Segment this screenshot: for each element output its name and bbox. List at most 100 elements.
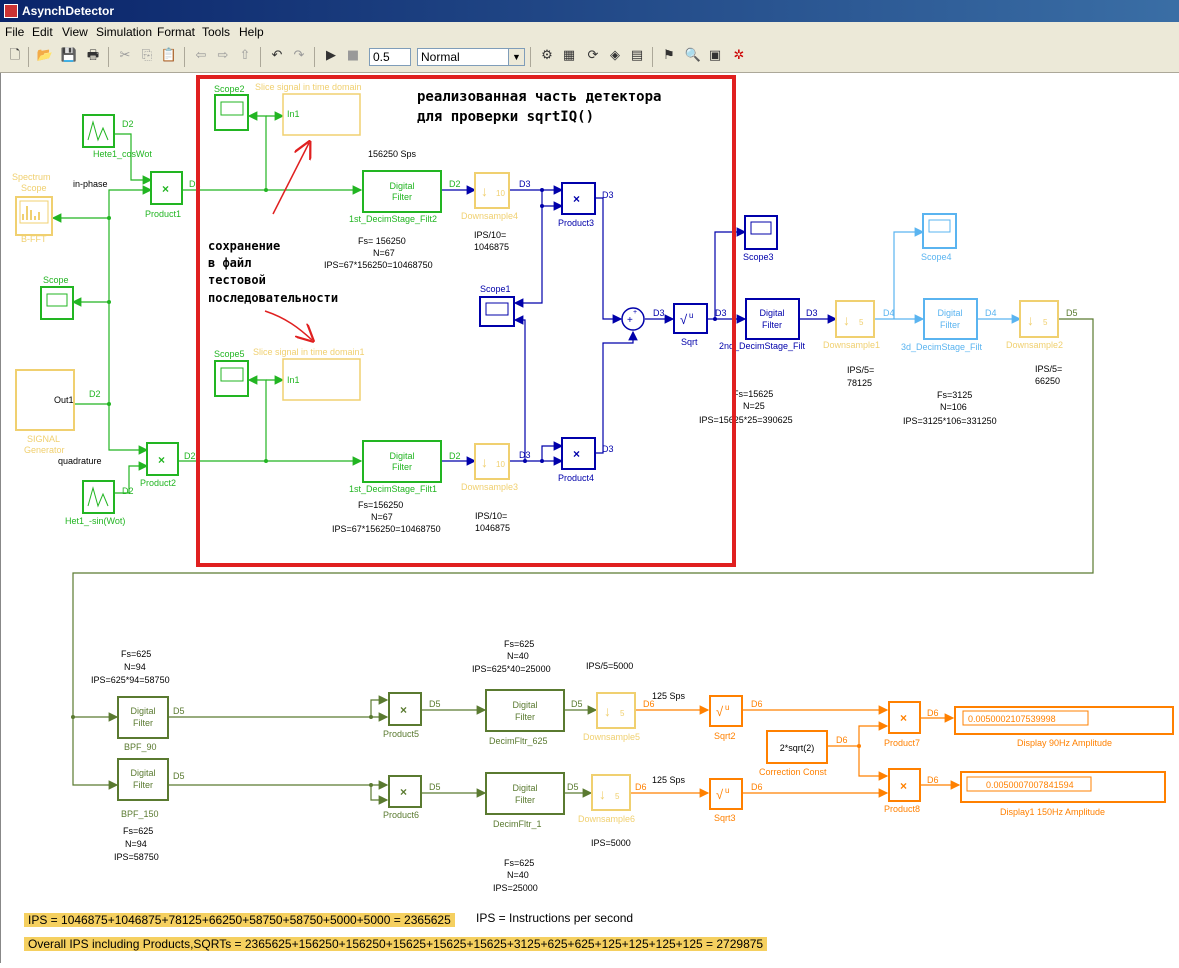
display-90hz-block[interactable]: 0.0050002107539998 Display 90Hz Amplitud… — [954, 706, 1174, 748]
up-icon[interactable]: ⇧ — [239, 48, 251, 63]
scope1-block[interactable]: Scope1 — [479, 284, 515, 327]
slice1-block[interactable]: In1 Slice signal in time domain — [255, 82, 362, 136]
svg-text:D5: D5 — [1066, 308, 1078, 318]
menu-simulation[interactable]: Simulation — [96, 25, 153, 39]
scope-block[interactable]: Scope — [40, 275, 74, 320]
chevron-down-icon[interactable]: ▼ — [508, 49, 524, 65]
new-icon[interactable]: 🗋 — [9, 48, 21, 63]
scope4-block[interactable]: Scope4 — [921, 213, 957, 262]
product3-label: Product3 — [558, 218, 594, 228]
stop-icon[interactable]: ■ — [346, 48, 360, 63]
forward-icon[interactable]: ⇨ — [217, 48, 229, 63]
model-explorer-icon[interactable]: ▣ — [708, 48, 722, 63]
correction-const-block[interactable]: 2*sqrt(2) Correction Const — [759, 730, 828, 777]
filter-1st-decim2-block[interactable]: Digital Filter 1st_DecimStage_Filt2 — [349, 170, 442, 224]
sqrt-block[interactable]: √ u Sqrt — [673, 303, 708, 347]
svg-text:Digital: Digital — [389, 181, 414, 191]
product1-block[interactable]: × Product1 — [145, 171, 183, 219]
spectrum-scope-block[interactable]: B-FFT Spectrum Scope — [12, 172, 53, 244]
save-note-4: последовательности — [208, 291, 339, 305]
slice2-label: Slice signal in time domain1 — [253, 347, 365, 357]
downsample6-block[interactable]: ↓ 5 Downsample6 — [578, 774, 635, 824]
decim1-block[interactable]: Digital Filter DecimFltr_1 — [485, 772, 565, 829]
bfft-label: B-FFT — [21, 234, 47, 244]
filter-1st-decim1-block[interactable]: Digital Filter 1st_DecimStage_Filt1 — [349, 440, 442, 494]
downsample5-block[interactable]: ↓ 5 Downsample5 — [583, 692, 640, 742]
product8-label: Product8 — [884, 804, 920, 814]
filter-2nd-decim-block[interactable]: Digital Filter 2nd_DecimStage_Filt — [719, 298, 806, 351]
redo-icon[interactable]: ↷ — [293, 48, 305, 63]
hete1-cos-label: Hete1_cosWot — [93, 149, 152, 159]
open-icon[interactable]: 📂 — [36, 48, 54, 63]
downsample4-block[interactable]: ↓ 10 Downsample4 — [461, 172, 518, 221]
menu-tools[interactable]: Tools — [202, 25, 231, 39]
product6-block[interactable]: × Product6 — [383, 775, 422, 820]
back-icon[interactable]: ⇦ — [195, 48, 207, 63]
save-icon[interactable]: 💾 — [60, 48, 78, 63]
toolbar-separator — [652, 47, 653, 67]
explorer-icon[interactable]: ▤ — [630, 48, 644, 63]
svg-text:D2: D2 — [89, 389, 101, 399]
menu-help[interactable]: Help — [239, 25, 264, 39]
sqrt2-block[interactable]: √ u Sqrt2 — [709, 695, 743, 741]
model-canvas[interactable]: D2 D2 D2 D2 D2 D2 D2 D3 D3 D3 D3 D3 D3 D… — [0, 73, 1179, 963]
print-icon[interactable]: 🖶 — [86, 48, 100, 63]
copy-icon[interactable]: ⎘ — [141, 48, 153, 63]
svg-text:IPS=5000: IPS=5000 — [591, 838, 631, 848]
menu-file[interactable]: File — [5, 25, 25, 39]
svg-text:D5: D5 — [173, 706, 185, 716]
run-icon[interactable]: ▶ — [326, 48, 336, 63]
svg-text:78125: 78125 — [847, 378, 872, 388]
scope2-block[interactable]: Scope2 — [214, 84, 249, 131]
downsample2-block[interactable]: ↓ 5 Downsample2 — [1006, 300, 1063, 350]
decim625-block[interactable]: Digital Filter DecimFltr_625 — [485, 689, 565, 746]
hete1-cos-block[interactable]: Hete1_cosWot — [82, 114, 152, 159]
filter-3d-decim-block[interactable]: Digital Filter 3d_DecimStage_Filt — [901, 298, 983, 352]
product5-block[interactable]: × Product5 — [383, 692, 422, 739]
sum-block[interactable]: + + — [621, 307, 645, 331]
bpf90-block[interactable]: Digital Filter BPF_90 — [117, 696, 169, 752]
decim1-label: DecimFltr_1 — [493, 819, 542, 829]
downsample1-block[interactable]: ↓ 5 Downsample1 — [823, 300, 880, 350]
downsample3-block[interactable]: ↓ 10 Downsample3 — [461, 443, 518, 492]
menu-view[interactable]: View — [62, 25, 88, 39]
svg-text:Filter: Filter — [133, 718, 153, 728]
product4-block[interactable]: × Product4 — [558, 437, 596, 483]
bpf150-block[interactable]: Digital Filter BPF_150 — [117, 758, 169, 819]
cut-icon[interactable]: ✂ — [119, 48, 131, 63]
svg-text:10: 10 — [496, 460, 505, 469]
olive-wires — [72, 318, 1094, 805]
slice2-block[interactable]: In1 Slice signal in time domain1 — [253, 347, 365, 401]
build-icon[interactable]: ⚙ — [541, 48, 553, 63]
product2-block[interactable]: × Product2 — [140, 442, 179, 488]
menu-bar: File Edit View Simulation Format Tools H… — [0, 22, 1179, 42]
menu-edit[interactable]: Edit — [32, 25, 53, 39]
in-phase-label: in-phase — [73, 179, 108, 189]
find-icon[interactable]: 🔍 — [684, 48, 702, 63]
scope3-block[interactable]: Scope3 — [743, 215, 778, 262]
svg-text:u: u — [689, 311, 693, 320]
signal-generator-block[interactable]: Out1 SIGNAL Generator — [15, 369, 75, 455]
product7-block[interactable]: × Product7 — [884, 701, 921, 748]
stop-time-input[interactable]: 0.5 — [369, 48, 411, 66]
undo-icon[interactable]: ↶ — [271, 48, 283, 63]
svg-text:×: × — [158, 453, 165, 467]
downsample4-label: Downsample4 — [461, 211, 518, 221]
update-icon[interactable]: ▦ — [562, 48, 576, 63]
product3-block[interactable]: × Product3 — [558, 182, 596, 228]
menu-format[interactable]: Format — [157, 25, 196, 39]
scope5-block[interactable]: Scope5 — [214, 349, 249, 397]
debug-icon[interactable]: ⚑ — [663, 48, 675, 63]
out1-port-label: Out1 — [54, 395, 74, 405]
svg-text:Fs=625: Fs=625 — [121, 649, 151, 659]
simulation-mode-select[interactable]: Normal▼ — [417, 48, 525, 66]
het1-sin-block[interactable]: Het1_-sin(Wot) — [65, 480, 125, 526]
paste-icon[interactable]: 📋 — [160, 48, 178, 63]
toolbar-separator — [108, 47, 109, 67]
refresh-icon[interactable]: ⟳ — [587, 48, 599, 63]
product8-block[interactable]: × Product8 — [884, 768, 921, 814]
profiler-icon[interactable]: ✲ — [733, 48, 745, 63]
display-150hz-block[interactable]: 0.0050007007841594 Display1 150Hz Amplit… — [960, 771, 1166, 817]
library-icon[interactable]: ◈ — [610, 48, 620, 63]
sqrt3-block[interactable]: √ u Sqrt3 — [709, 778, 743, 823]
